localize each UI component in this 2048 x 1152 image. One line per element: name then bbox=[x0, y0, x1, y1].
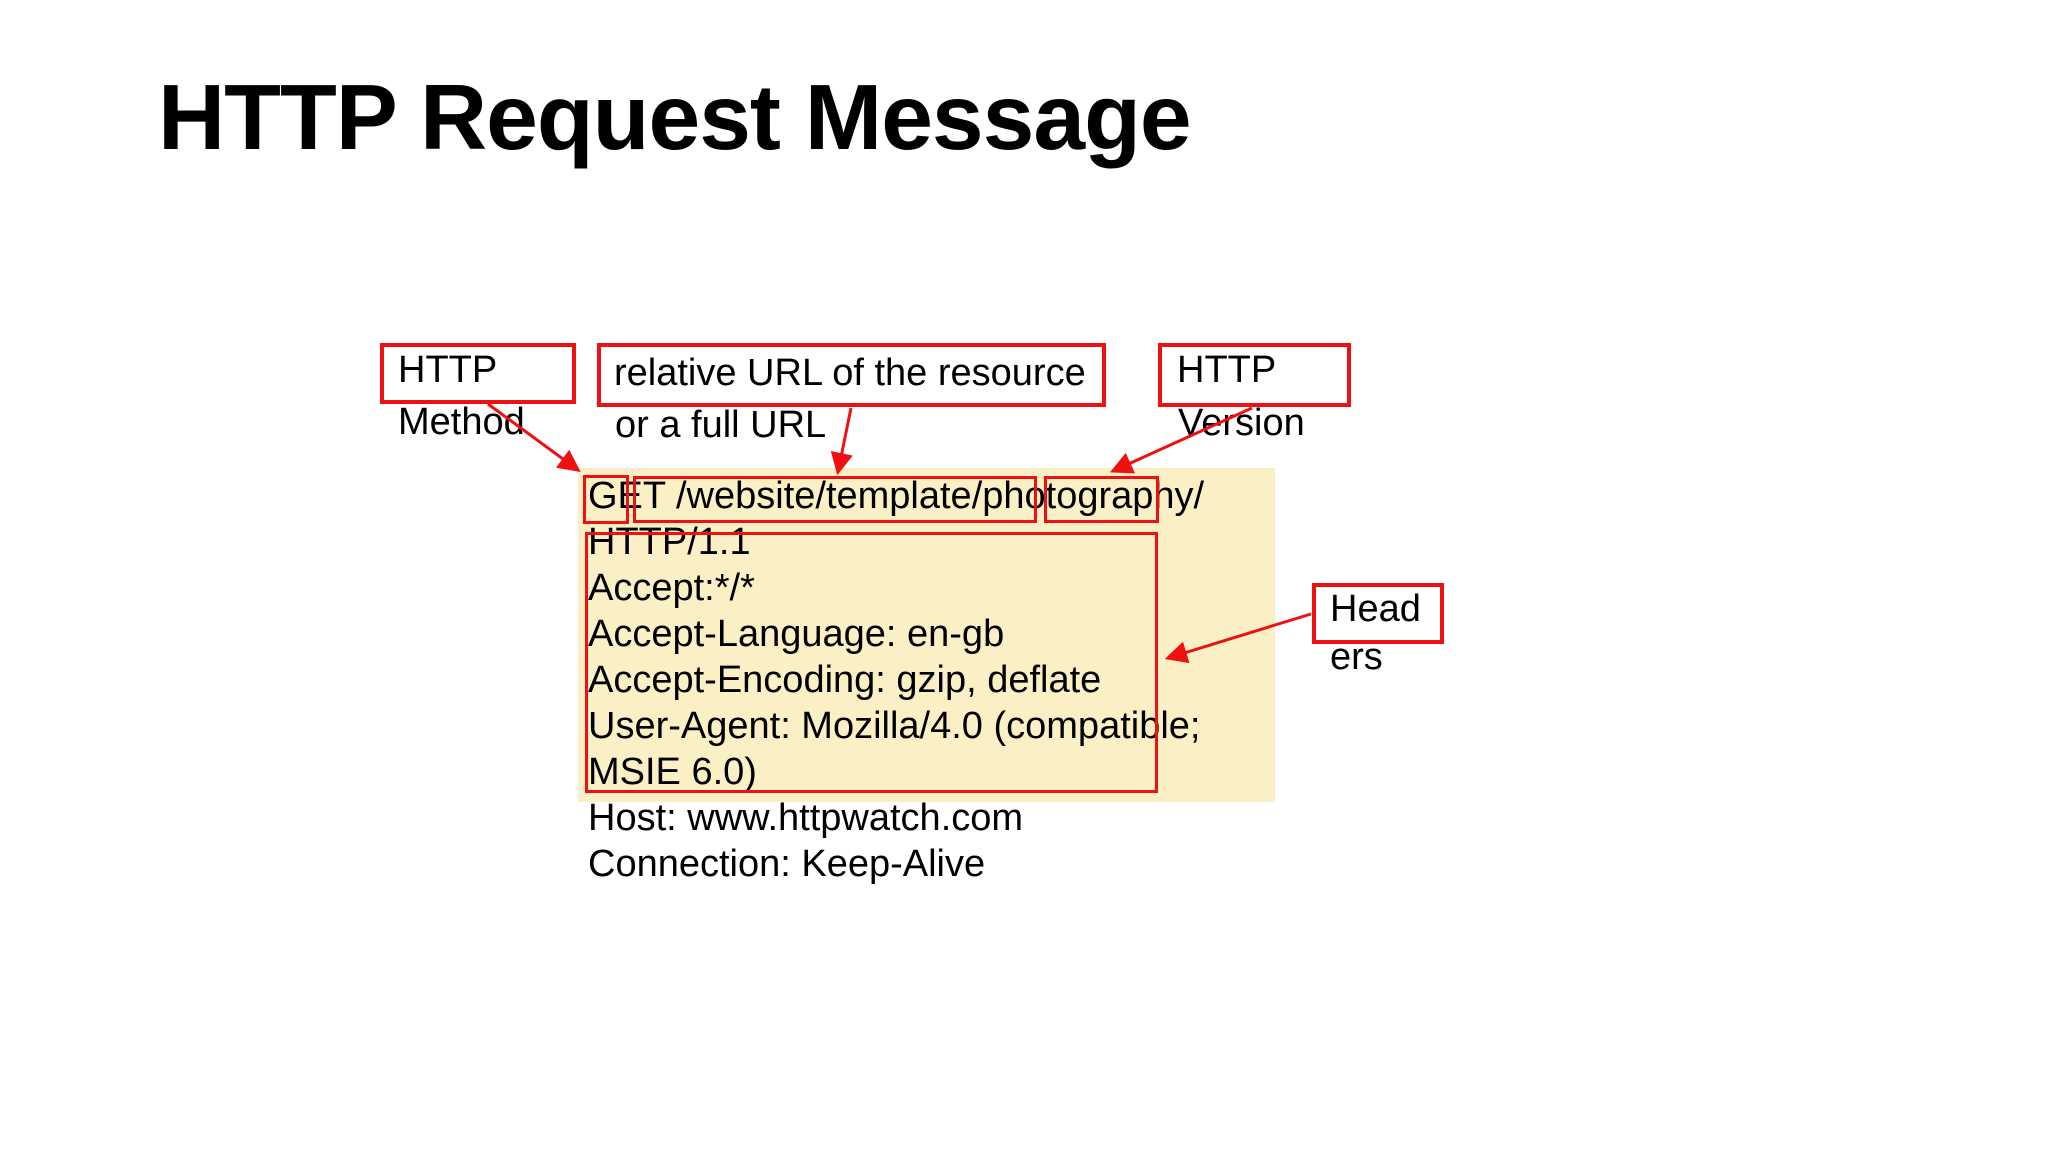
url-label: relative URL of the resource bbox=[614, 352, 1086, 394]
slide-title: HTTP Request Message bbox=[158, 65, 1192, 169]
method-label: HTTP bbox=[398, 349, 498, 391]
request-line: Accept:*/* bbox=[588, 567, 755, 609]
request-highlight bbox=[578, 468, 1275, 802]
request-line: User-Agent: Mozilla/4.0 (compatible; bbox=[588, 705, 1201, 747]
request-line: GET /website/template/photography/ bbox=[588, 475, 1205, 517]
request-line: Host: www.httpwatch.com bbox=[588, 797, 1024, 839]
version-label: HTTP bbox=[1177, 349, 1277, 391]
headers-label-rest: ers bbox=[1330, 636, 1383, 678]
headers-label: Head bbox=[1330, 588, 1421, 630]
url-label-rest: or a full URL bbox=[615, 404, 827, 446]
request-line: Accept-Encoding: gzip, deflate bbox=[588, 659, 1102, 701]
request-line: Accept-Language: en-gb bbox=[588, 613, 1005, 655]
version-label-rest: Version bbox=[1178, 402, 1305, 444]
request-line: Connection: Keep-Alive bbox=[588, 843, 986, 885]
url-arrow bbox=[830, 407, 853, 476]
http-request-text: GET /website/template/photography/HTTP/1… bbox=[588, 473, 1204, 887]
request-line: HTTP/1.1 bbox=[588, 521, 751, 563]
request-line: MSIE 6.0) bbox=[588, 751, 757, 793]
method-label-rest: Method bbox=[398, 401, 525, 443]
